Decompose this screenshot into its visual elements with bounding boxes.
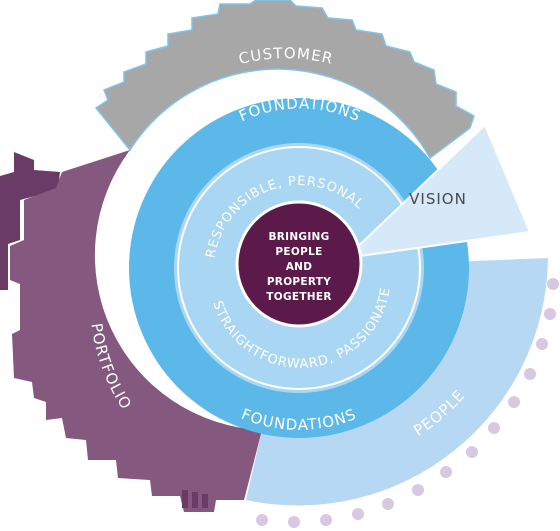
people-dot	[412, 484, 424, 496]
people-dots	[256, 278, 559, 528]
vision-segment: VISION	[343, 123, 532, 260]
values-ring-outline	[177, 146, 421, 390]
portfolio-segment: PORTFOLIO	[0, 150, 262, 512]
core-line-1: BRINGING	[268, 231, 329, 243]
customer-segment-shape	[94, 0, 475, 160]
people-dot	[508, 396, 520, 408]
people-dot	[547, 278, 559, 290]
core-line-5: TOGETHER	[266, 291, 332, 303]
people-dot	[488, 422, 500, 434]
people-dot	[536, 338, 548, 350]
customer-segment: CUSTOMER	[94, 0, 475, 160]
people-dot	[288, 516, 300, 528]
people-dot	[524, 368, 536, 380]
people-dot	[352, 508, 364, 520]
vision-wedge	[343, 123, 532, 260]
people-dot	[382, 498, 394, 510]
portfolio-bar-3	[202, 494, 208, 508]
people-dot	[320, 514, 332, 526]
people-dot	[466, 446, 478, 458]
people-dot	[544, 308, 556, 320]
core-line-3: AND	[286, 261, 313, 273]
portfolio-segment-shape	[10, 150, 262, 512]
core-circle	[235, 200, 363, 328]
people-dot	[440, 466, 452, 478]
vision-label: VISION	[409, 190, 467, 208]
portfolio-bar-1	[182, 490, 188, 508]
customer-label: CUSTOMER	[237, 44, 335, 68]
portfolio-bar-2	[192, 492, 198, 508]
portfolio-dark-steps	[0, 152, 60, 290]
core-line-2: PEOPLE	[275, 246, 322, 258]
people-dot	[256, 514, 268, 526]
core-line-4: PROPERTY	[267, 276, 331, 288]
